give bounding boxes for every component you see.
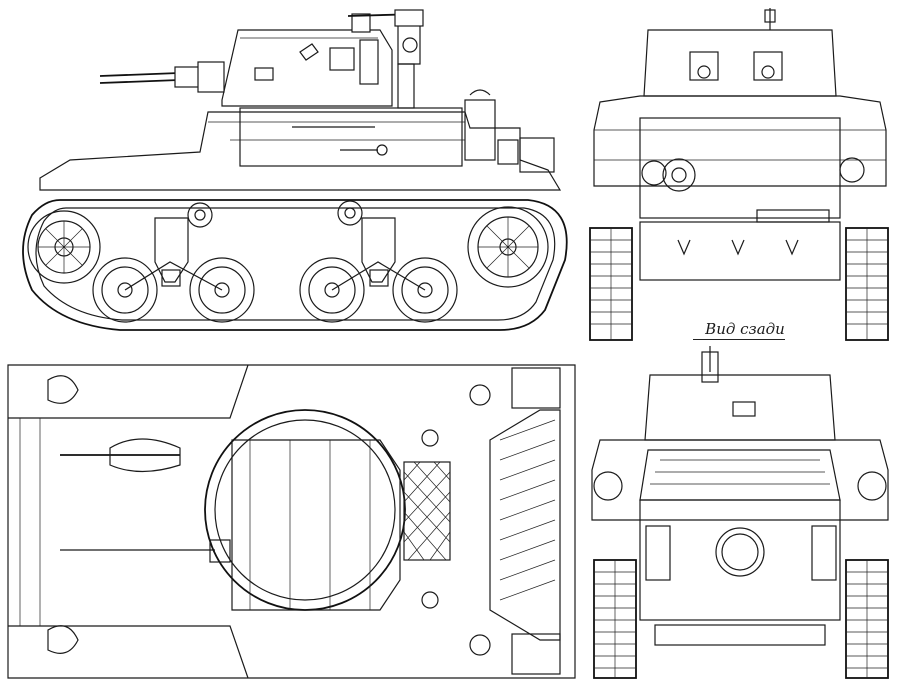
main-gun-top: [60, 438, 231, 563]
road-wheels: [92, 257, 458, 323]
turret: [221, 29, 393, 107]
top-view: [7, 364, 576, 679]
track: [22, 199, 568, 331]
left-track-front: [593, 559, 637, 679]
main-gun: [99, 61, 225, 93]
rear-louvres: [489, 409, 561, 641]
top-fittings: [47, 367, 561, 675]
rear-view-caption: Вид сзади: [705, 320, 785, 338]
left-track-rear: [589, 227, 633, 341]
turret-ring: [204, 409, 406, 611]
right-track-front: [845, 559, 889, 679]
side-view: [22, 9, 568, 331]
caption-underline: [693, 339, 785, 340]
bogie-suspension: [124, 217, 426, 291]
front-view: [591, 346, 889, 679]
engine-grille: [403, 461, 451, 561]
idler-wheel: [467, 206, 549, 288]
hull: [39, 89, 562, 191]
right-track-rear: [845, 227, 889, 341]
return-rollers: [187, 200, 363, 228]
drive-sprocket: [27, 210, 101, 284]
machine-gun-mount: [347, 9, 424, 109]
rear-view: [589, 8, 889, 341]
